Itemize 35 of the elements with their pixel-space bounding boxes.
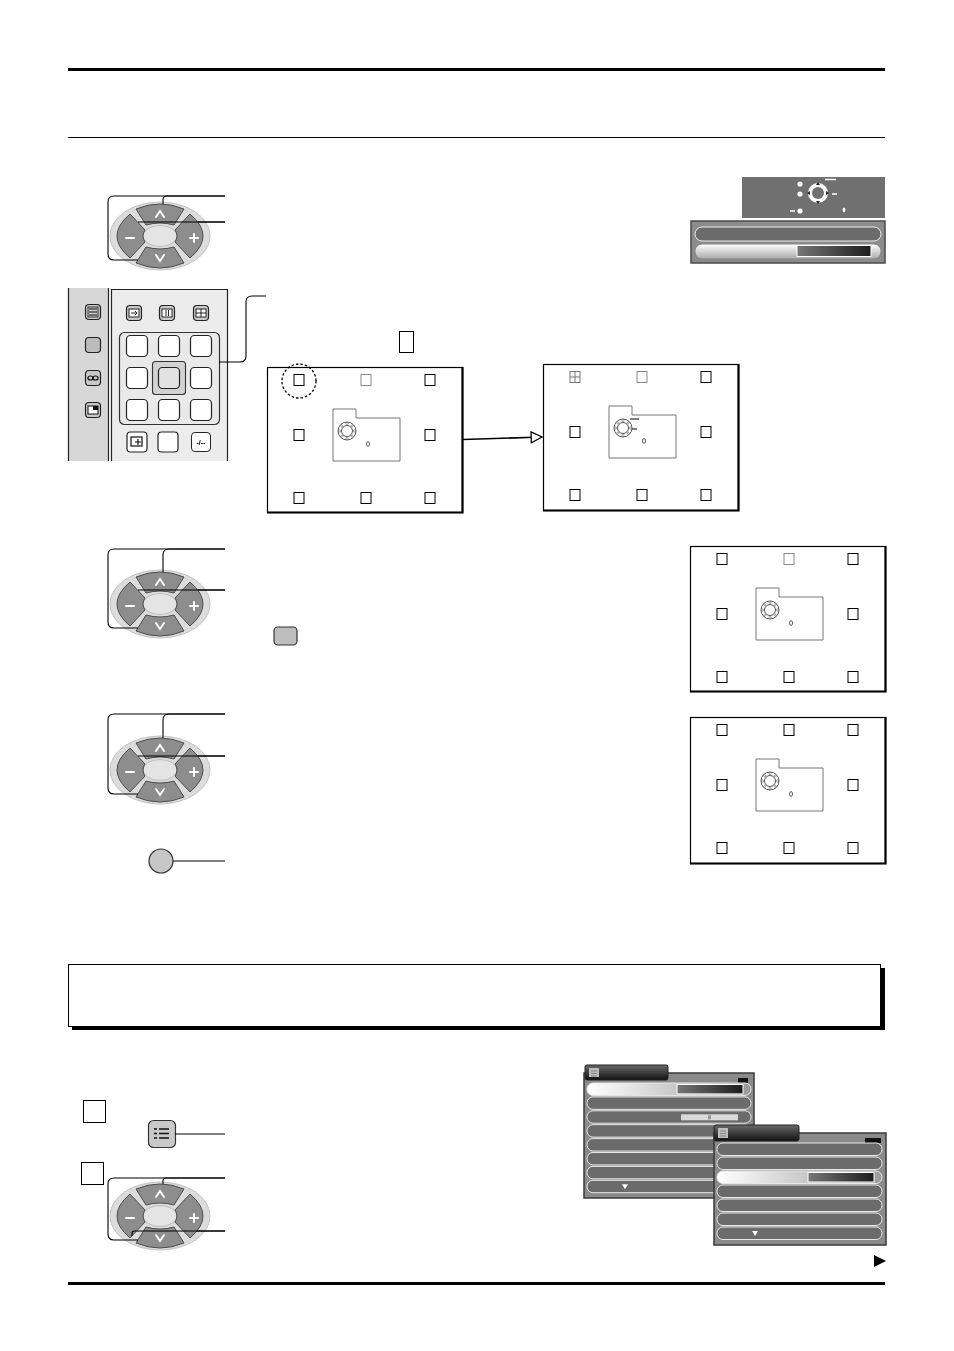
up-button xyxy=(135,203,185,226)
up-button xyxy=(135,571,185,594)
screen xyxy=(542,363,740,512)
leader-line xyxy=(172,860,226,862)
minus-button xyxy=(116,747,146,793)
leader-line xyxy=(196,1230,226,1232)
minus-button xyxy=(116,213,146,259)
up-button xyxy=(135,1183,185,1206)
arrow xyxy=(462,431,543,444)
plus-button xyxy=(174,1193,204,1239)
minus-button xyxy=(116,581,146,627)
leader-line xyxy=(107,548,226,629)
leader-line xyxy=(218,295,267,363)
down-button xyxy=(135,780,185,803)
keypad xyxy=(118,331,221,426)
plus-button xyxy=(174,581,204,627)
leader-line xyxy=(107,1177,226,1241)
down-button xyxy=(135,614,185,637)
up-button xyxy=(135,737,185,760)
leader-line xyxy=(107,713,226,795)
minus-button xyxy=(116,1193,146,1239)
leader-line xyxy=(197,589,226,591)
plus-button xyxy=(174,747,204,793)
leader-line xyxy=(197,755,226,757)
leader-line xyxy=(174,1133,226,1135)
leader-line xyxy=(107,195,226,261)
plus-button xyxy=(174,213,204,259)
screen xyxy=(689,545,887,693)
menu-button xyxy=(147,1119,177,1149)
leader-line xyxy=(197,221,226,223)
down-button xyxy=(135,246,185,269)
screen xyxy=(266,363,464,514)
down-button xyxy=(135,1226,185,1249)
round-button xyxy=(148,848,174,874)
screen xyxy=(689,716,887,865)
